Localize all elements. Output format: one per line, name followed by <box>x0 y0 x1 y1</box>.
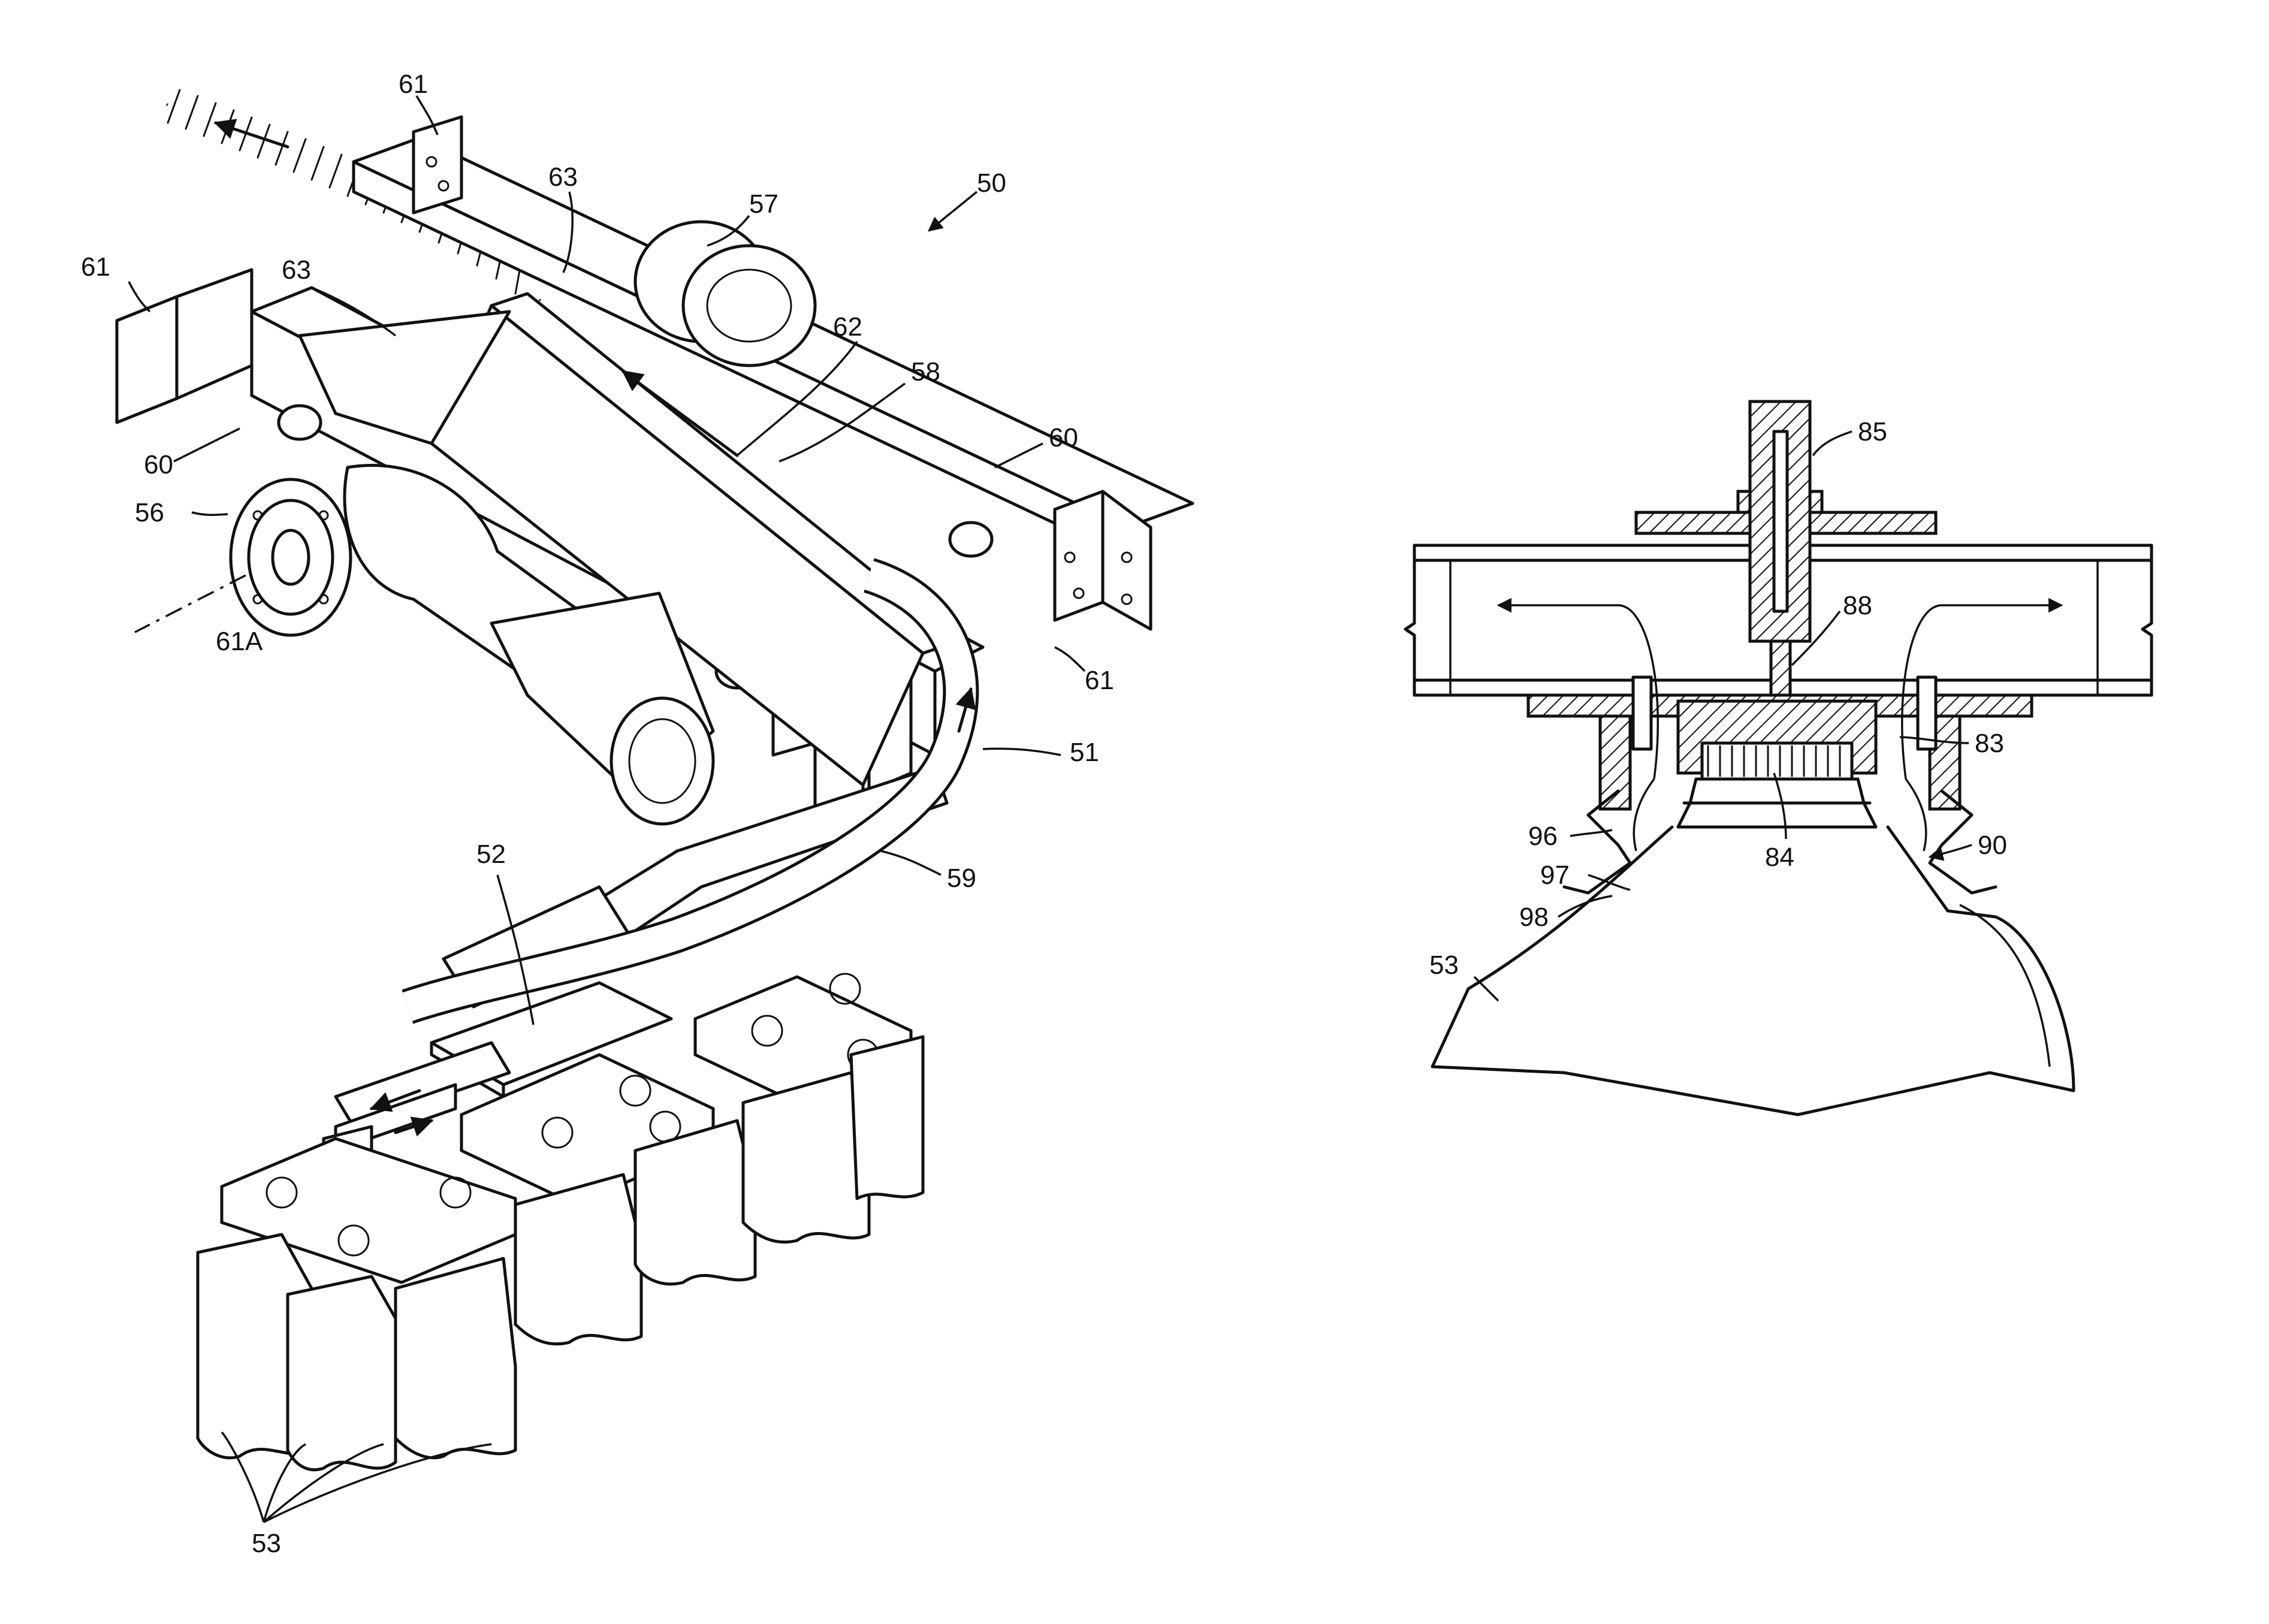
label-51: 51 <box>1070 738 1099 767</box>
rod-85 <box>1750 402 1810 707</box>
label-53-left: 53 <box>252 1529 281 1558</box>
label-61-left: 61 <box>81 252 110 282</box>
label-52: 52 <box>476 840 506 869</box>
label-97: 97 <box>1540 861 1570 890</box>
label-85: 85 <box>1858 417 1887 446</box>
section-view: 85 88 83 84 96 97 98 90 53 <box>1405 402 2152 1115</box>
label-63-top: 63 <box>548 162 578 192</box>
label-58: 58 <box>911 357 940 387</box>
label-56: 56 <box>135 498 164 527</box>
label-83: 83 <box>1975 729 2004 758</box>
label-61A: 61A <box>216 627 263 656</box>
robot-assembly-view: 61 63 57 50 61 63 62 58 60 60 56 61A 61 … <box>81 70 1193 1558</box>
bottle-53-section <box>1432 827 2074 1115</box>
axis-61A <box>135 575 246 632</box>
label-61-top: 61 <box>399 70 428 99</box>
label-61-right: 61 <box>1085 666 1114 695</box>
label-53-right: 53 <box>1429 950 1459 980</box>
motor-57 <box>635 222 815 366</box>
label-62: 62 <box>833 312 862 342</box>
label-98: 98 <box>1519 902 1549 932</box>
label-90: 90 <box>1978 831 2007 860</box>
label-60-left: 60 <box>144 450 173 479</box>
label-50: 50 <box>977 168 1006 198</box>
label-63-mid: 63 <box>282 255 311 285</box>
label-57: 57 <box>749 189 779 219</box>
label-59: 59 <box>947 864 976 893</box>
cap-holder-83 <box>1678 701 1876 827</box>
label-96: 96 <box>1528 822 1558 851</box>
label-88: 88 <box>1843 591 1872 620</box>
assembly-50-arrow <box>929 192 977 231</box>
label-60-right: 60 <box>1049 423 1078 452</box>
label-84: 84 <box>1765 843 1794 872</box>
